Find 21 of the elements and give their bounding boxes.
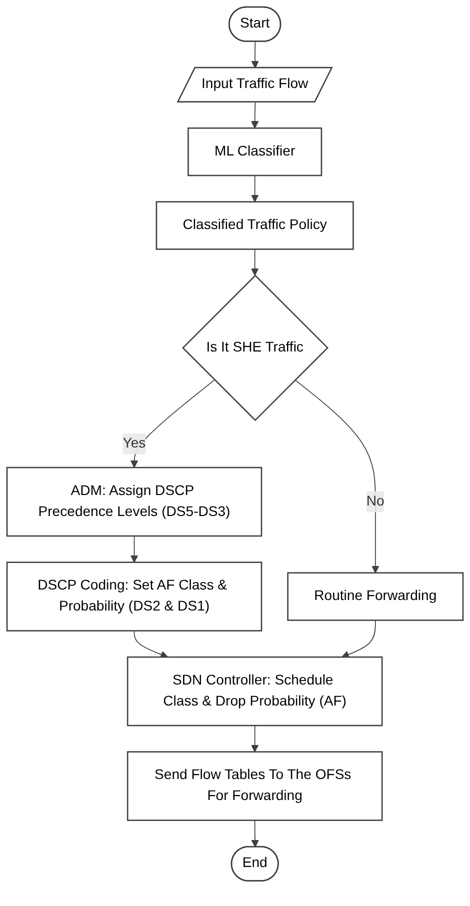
arrow [130, 379, 215, 468]
node-box: Classified Traffic Policy [156, 201, 354, 250]
node-box: ADM: Assign DSCP Precedence Levels (DS5-DS3) [6, 466, 262, 537]
arrow [251, 41, 259, 68]
arrow [134, 630, 168, 658]
node-box: Send Flow Tables To The OFSs For Forwarding [126, 751, 383, 821]
arrow [250, 248, 259, 276]
node-box: ML Classifier [188, 127, 322, 176]
arrow [294, 379, 380, 574]
arrow [250, 725, 259, 752]
node-box: Routine Forwarding [287, 572, 464, 621]
arrow [342, 620, 376, 658]
arrow [250, 175, 259, 202]
arrow [130, 536, 138, 563]
node-box: SDN Controller: Schedule Class & Drop Probability (AF) [126, 656, 383, 726]
node-box: DSCP Coding: Set AF Class & Probability (DS2 & DS1) [6, 562, 262, 632]
arrow [250, 102, 259, 128]
edge-label: No [366, 494, 384, 509]
arrow [251, 820, 259, 848]
node-diamond: Is It SHE Traffic [182, 274, 329, 422]
edge-label: Yes [122, 436, 146, 451]
